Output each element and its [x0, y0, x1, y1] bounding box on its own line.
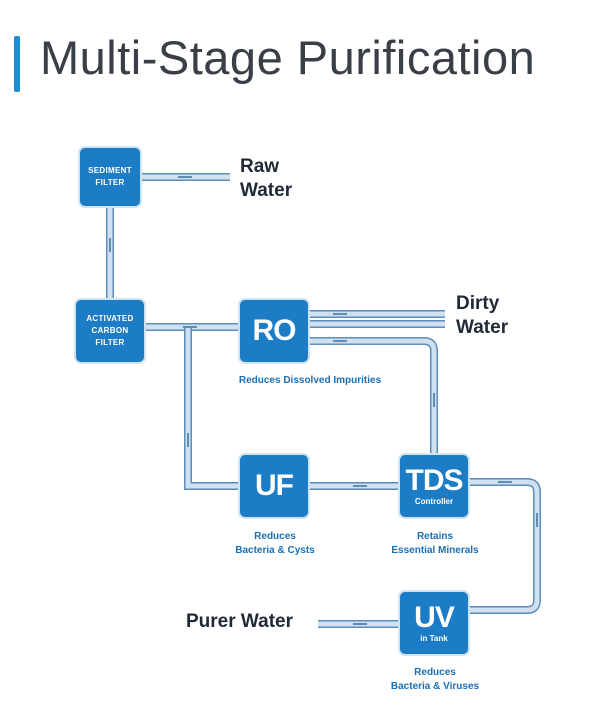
sediment-filter-line2: FILTER — [95, 178, 125, 187]
flow-marker — [433, 393, 435, 407]
tds-caption-line2: Essential Minerals — [391, 545, 479, 556]
uv-sublabel: in Tank — [420, 633, 448, 643]
sediment-filter-line1: SEDIMENT — [88, 166, 132, 175]
flow-marker — [536, 513, 538, 527]
title-accent-bar — [14, 36, 20, 92]
carbon-filter-line1: ACTIVATED — [86, 314, 134, 323]
uv-caption-line2: Bacteria & Viruses — [390, 681, 480, 692]
purer-water-label: Purer Water — [186, 611, 293, 632]
flow-marker — [498, 481, 512, 483]
uv-box: UV in Tank — [400, 592, 468, 654]
carbon-filter-line3: FILTER — [95, 338, 125, 347]
ro-caption: Reduces Dissolved Impurities — [238, 375, 382, 386]
flow-marker — [187, 433, 189, 447]
flow-marker — [353, 623, 367, 625]
uv-caption: Reduces Bacteria & Viruses — [360, 666, 510, 694]
uv-label: UV — [414, 600, 455, 634]
pipe-ro-to-tds — [308, 337, 438, 455]
tds-sublabel: Controller — [414, 496, 454, 506]
tds-box: TDS Controller — [400, 455, 468, 517]
pipe-carbon-to-uf-fill — [185, 327, 240, 489]
page-title: Multi-Stage Purification — [40, 31, 536, 84]
flow-marker — [178, 176, 192, 178]
flow-marker — [109, 238, 111, 252]
uf-label: UF — [255, 469, 294, 502]
flow-marker — [353, 485, 367, 487]
tds-label: TDS — [405, 463, 464, 497]
ro-label: RO — [252, 314, 297, 347]
uf-caption: Reduces Bacteria & Cysts — [200, 530, 350, 558]
raw-water-line1: Raw — [240, 156, 280, 177]
carbon-filter-line2: CARBON — [91, 326, 129, 335]
pipe-carbon-to-uf-outline — [184, 327, 240, 490]
pipe-ro-to-tds-fill — [308, 338, 437, 455]
pipe-tds-to-uv — [468, 478, 541, 614]
raw-water-label: Raw Water — [240, 155, 292, 203]
pipe-carbon-to-uf — [184, 327, 240, 490]
sediment-filter-box: SEDIMENT FILTER — [80, 148, 140, 206]
dirty-water-line2: Water — [456, 317, 509, 338]
dirty-water-line1: Dirty — [456, 293, 500, 314]
pipe-tds-to-uv-fill — [468, 479, 540, 613]
dirty-water-label: Dirty Water — [456, 292, 508, 340]
raw-water-line2: Water — [240, 180, 293, 201]
uf-caption-line1: Reduces — [254, 531, 296, 542]
flow-marker — [333, 340, 347, 342]
flow-marker — [333, 313, 347, 315]
pipe-ro-to-tds-outline — [308, 337, 438, 455]
tds-caption: Retains Essential Minerals — [360, 530, 510, 558]
carbon-filter-box: ACTIVATED CARBON FILTER — [76, 300, 144, 362]
flow-marker — [183, 326, 197, 328]
tds-caption-line1: Retains — [416, 531, 454, 542]
uf-box: UF — [240, 455, 308, 517]
uv-caption-line1: Reduces — [414, 667, 456, 678]
uf-caption-line2: Bacteria & Cysts — [235, 545, 315, 556]
ro-box: RO — [240, 300, 308, 362]
